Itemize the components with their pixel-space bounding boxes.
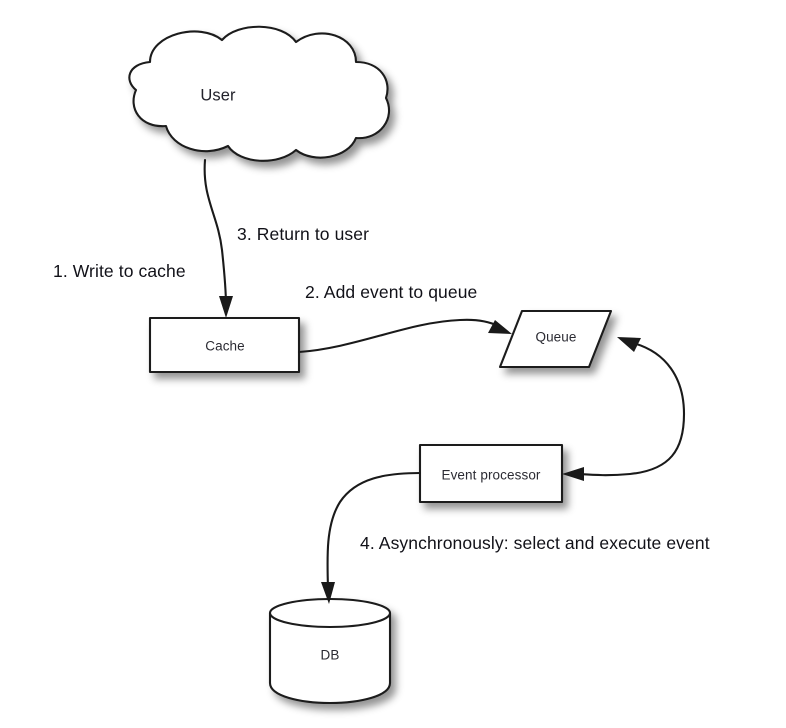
arrowhead-into-queue-from-processor	[617, 337, 641, 352]
edge-processor-to-db	[321, 471, 422, 604]
edge-processor-to-db-line	[326, 471, 422, 590]
edge-user-to-cache	[203, 158, 233, 318]
event-processor-rect	[418, 443, 564, 504]
db-cylinder-top	[268, 597, 392, 629]
edge-queue-processor-line	[576, 341, 686, 477]
node-cache[interactable]	[148, 316, 301, 374]
node-event-processor[interactable]	[418, 443, 564, 504]
arrowhead-into-cache	[219, 296, 233, 318]
cache-rect	[148, 316, 301, 374]
arrowhead-into-queue-from-cache	[488, 320, 512, 334]
edge-cache-to-queue	[297, 318, 512, 354]
node-db[interactable]	[268, 597, 392, 705]
arrowhead-into-event-processor	[562, 467, 584, 481]
edge-queue-event-processor	[562, 337, 686, 481]
node-user[interactable]	[128, 25, 391, 162]
edge-cache-to-queue-line	[297, 318, 500, 354]
edge-user-to-cache-line	[203, 158, 228, 308]
queue-parallelogram	[498, 309, 613, 369]
node-queue[interactable]	[498, 309, 613, 369]
db-cylinder-body	[268, 611, 392, 705]
cloud-shape	[128, 25, 391, 162]
arrowhead-into-db	[321, 582, 335, 604]
